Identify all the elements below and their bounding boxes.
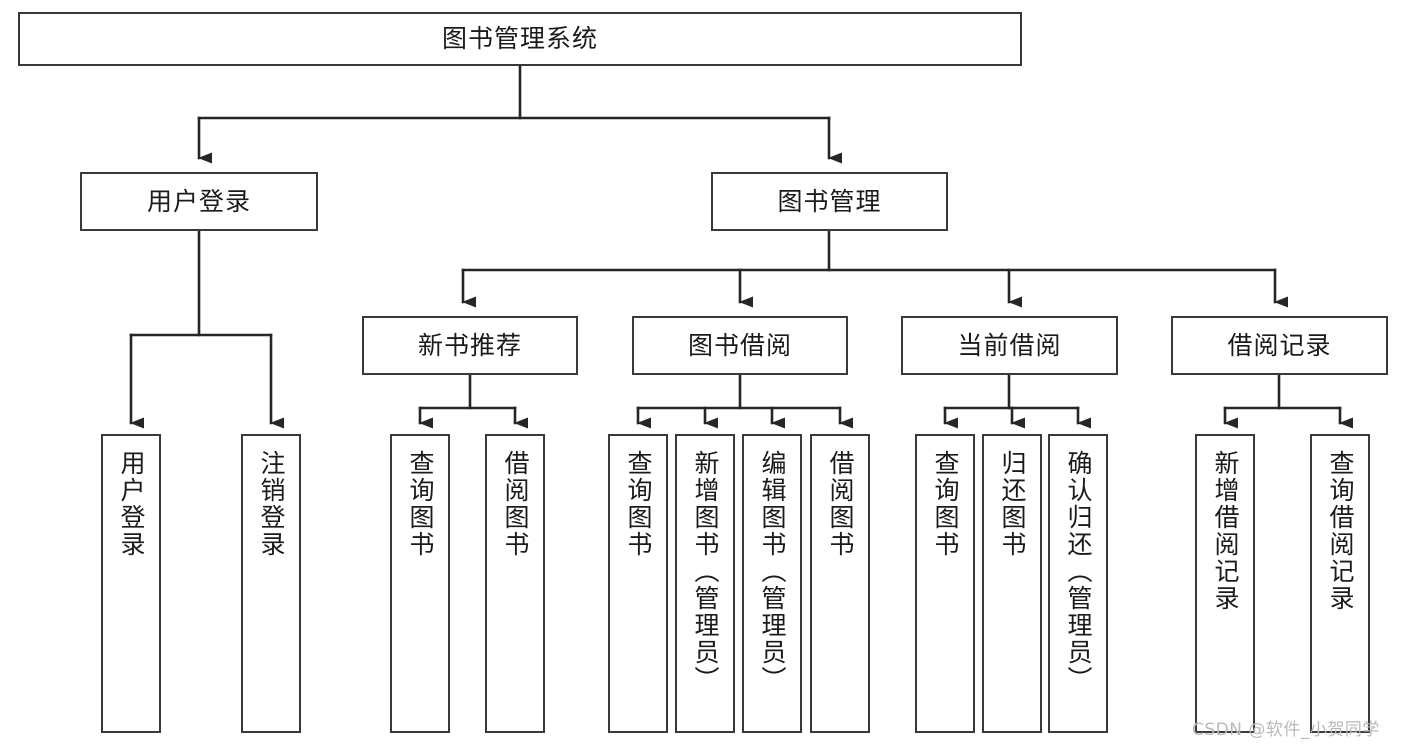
leaf-query-book-3-label: 查询图书	[931, 450, 960, 558]
node-new-book-rec[interactable]: 新书推荐	[362, 316, 578, 375]
node-current-borrow-label: 当前借阅	[957, 330, 1062, 360]
leaf-borrow-book-1[interactable]: 借阅图书	[485, 434, 545, 733]
leaf-add-record-label: 新增借阅记录	[1211, 450, 1240, 612]
node-user-login-label: 用户登录	[146, 186, 251, 216]
leaf-borrow-book-1-label: 借阅图书	[501, 450, 530, 558]
leaf-borrow-book-2[interactable]: 借阅图书	[810, 434, 870, 733]
leaf-confirm-return[interactable]: 确认归还（管理员）	[1048, 434, 1108, 733]
leaf-user-logout[interactable]: 注销登录	[241, 434, 301, 733]
node-book-borrow-label: 图书借阅	[687, 330, 792, 360]
leaf-query-book-1-label: 查询图书	[406, 450, 435, 558]
node-borrow-record-label: 借阅记录	[1227, 330, 1332, 360]
node-user-login[interactable]: 用户登录	[80, 172, 318, 231]
node-book-manage[interactable]: 图书管理	[711, 172, 948, 231]
leaf-query-book-2[interactable]: 查询图书	[608, 434, 668, 733]
leaf-user-login[interactable]: 用户登录	[101, 434, 161, 733]
leaf-return-book-label: 归还图书	[998, 450, 1027, 558]
leaf-query-book-1[interactable]: 查询图书	[390, 434, 450, 733]
watermark: CSDN @软件_小贺同学	[1192, 720, 1380, 740]
leaf-add-book[interactable]: 新增图书（管理员）	[675, 434, 735, 733]
node-root-label: 图书管理系统	[441, 24, 598, 54]
node-current-borrow[interactable]: 当前借阅	[901, 316, 1118, 375]
leaf-borrow-book-2-label: 借阅图书	[826, 450, 855, 558]
leaf-user-logout-label: 注销登录	[257, 450, 286, 558]
leaf-add-record[interactable]: 新增借阅记录	[1195, 434, 1255, 733]
leaf-query-record[interactable]: 查询借阅记录	[1310, 434, 1370, 733]
leaf-user-login-label: 用户登录	[117, 450, 146, 558]
node-new-book-rec-label: 新书推荐	[417, 330, 522, 360]
leaf-add-book-label: 新增图书（管理员）	[691, 450, 720, 693]
leaf-edit-book[interactable]: 编辑图书（管理员）	[742, 434, 802, 733]
leaf-return-book[interactable]: 归还图书	[982, 434, 1042, 733]
node-borrow-record[interactable]: 借阅记录	[1171, 316, 1388, 375]
node-book-borrow[interactable]: 图书借阅	[632, 316, 848, 375]
node-root[interactable]: 图书管理系统	[18, 12, 1022, 66]
leaf-query-record-label: 查询借阅记录	[1326, 450, 1355, 612]
node-book-manage-label: 图书管理	[777, 186, 882, 216]
leaf-query-book-2-label: 查询图书	[624, 450, 653, 558]
leaf-confirm-return-label: 确认归还（管理员）	[1064, 450, 1093, 693]
leaf-query-book-3[interactable]: 查询图书	[915, 434, 975, 733]
leaf-edit-book-label: 编辑图书（管理员）	[758, 450, 787, 693]
